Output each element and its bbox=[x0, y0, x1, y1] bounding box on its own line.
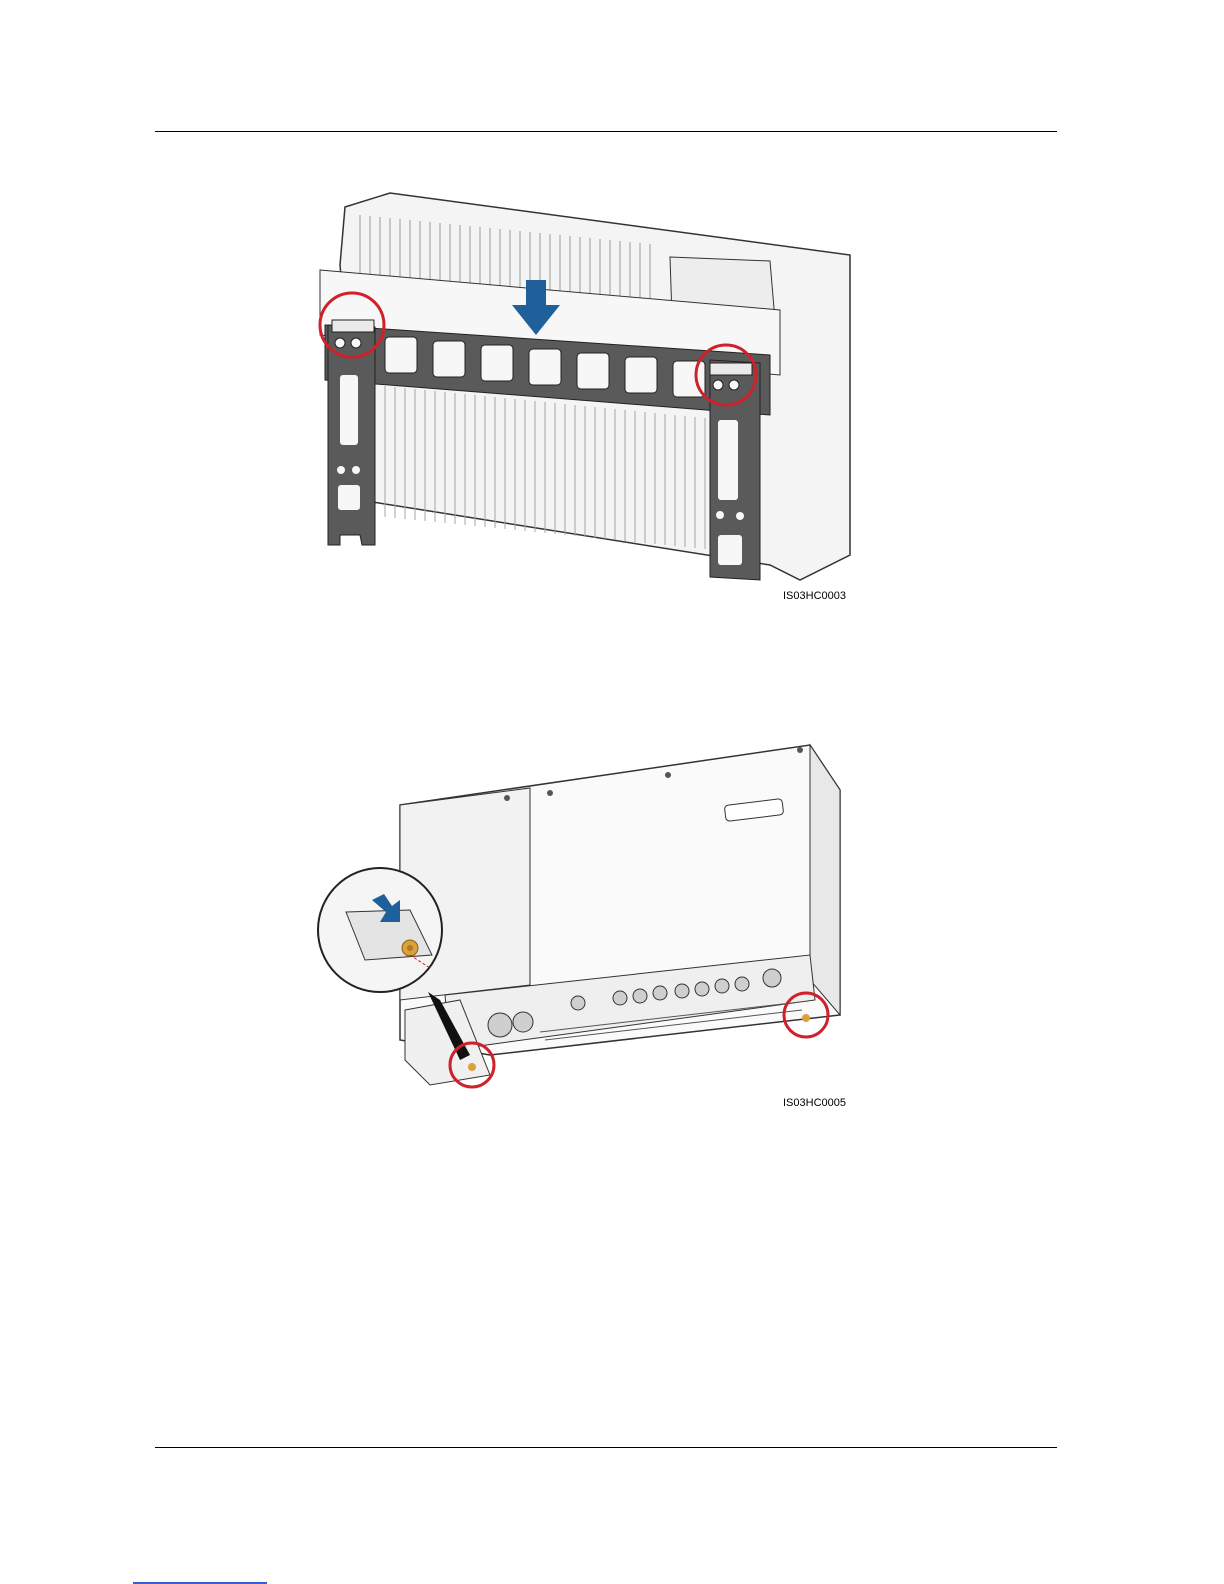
footer-rule bbox=[155, 1447, 1057, 1448]
figure-inverter-screw bbox=[310, 740, 860, 1095]
figure-inverter-bracket bbox=[300, 185, 870, 585]
figure-1-id: IS03HC0003 bbox=[783, 590, 846, 602]
figure-2-id: IS03HC0005 bbox=[783, 1097, 846, 1109]
header-rule bbox=[155, 131, 1057, 132]
